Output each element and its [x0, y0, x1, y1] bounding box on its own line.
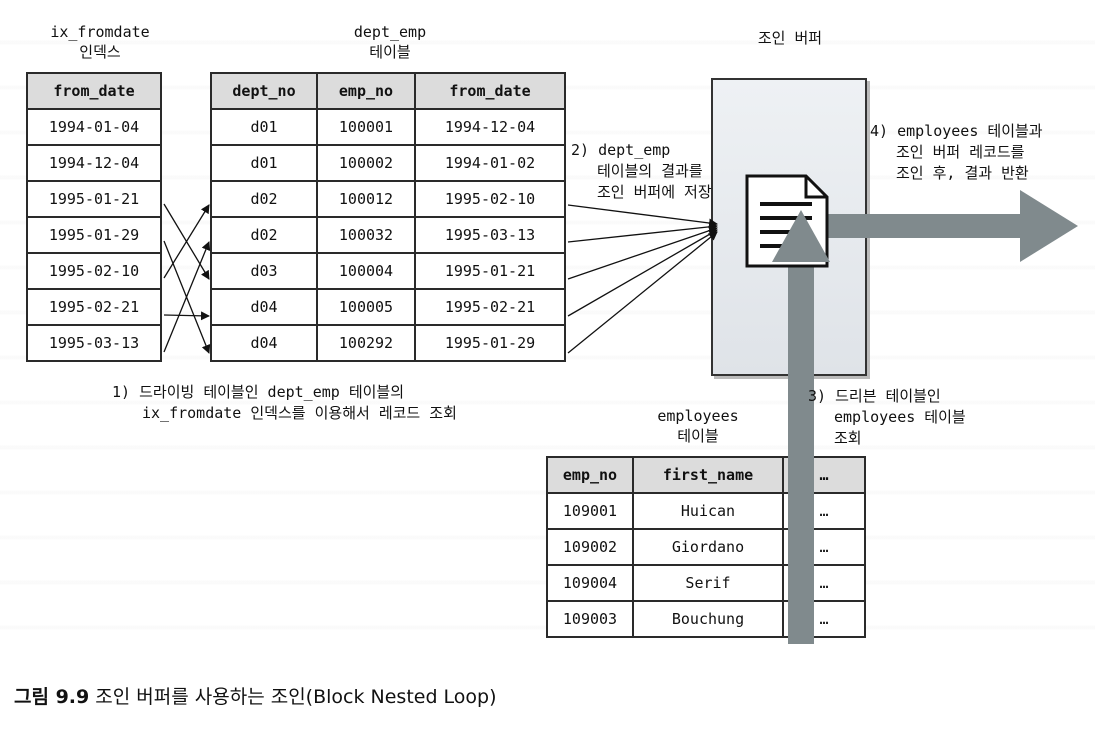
- result-arrow-shaft: [790, 214, 1022, 238]
- ix-cell: 1995-02-10: [26, 252, 162, 290]
- index-to-table-arrows: [163, 203, 211, 354]
- ix-cell: 1994-01-04: [26, 108, 162, 146]
- emp-cell: 109002: [546, 528, 634, 566]
- ix-fromdate-index-table: from_date 1994-01-04 1994-12-04 1995-01-…: [26, 72, 162, 362]
- dept-cell: d01: [210, 108, 318, 146]
- dept-header-emp-no: emp_no: [316, 72, 416, 110]
- emp-header-first-name: first_name: [632, 456, 784, 494]
- dept-cell: 100292: [316, 324, 416, 362]
- step2-note: 2) dept_emp 테이블의 결과를 조인 버퍼에 저장: [571, 140, 712, 203]
- step3-note: 3) 드리븐 테이블인 employees 테이블 조회: [808, 386, 966, 449]
- dept-cell: 100005: [316, 288, 416, 326]
- dept-cell: 1995-03-13: [414, 216, 566, 254]
- emp-cell: 109004: [546, 564, 634, 602]
- dept-cell: 1995-01-29: [414, 324, 566, 362]
- step3-line3: 조회: [834, 429, 862, 447]
- dept-cell: 100001: [316, 108, 416, 146]
- employees-title-line2: 테이블: [677, 427, 719, 445]
- ix-index-title-line1: ix_fromdate: [50, 23, 150, 41]
- dept-emp-title: dept_emp 테이블: [310, 22, 470, 62]
- table-row: 1994-12-04: [26, 144, 162, 182]
- dept-cell: 100002: [316, 144, 416, 182]
- emp-header-emp-no: emp_no: [546, 456, 634, 494]
- ix-index-title: ix_fromdate 인덱스: [20, 22, 180, 62]
- emp-cell: Bouchung: [632, 600, 784, 638]
- ix-index-title-line2: 인덱스: [79, 43, 121, 61]
- step4-line2: 조인 버퍼 레코드를: [896, 143, 1025, 161]
- dept-cell: 1995-01-21: [414, 252, 566, 290]
- dept-cell: 1994-01-02: [414, 144, 566, 182]
- dept-cell: 100012: [316, 180, 416, 218]
- dept-cell: 1995-02-21: [414, 288, 566, 326]
- step3-line1: 3) 드리븐 테이블인: [808, 387, 941, 405]
- step2-line3: 조인 버퍼에 저장: [597, 183, 712, 201]
- dept-cell: d01: [210, 144, 318, 182]
- employees-title-line1: employees: [657, 407, 739, 425]
- dept-cell: d04: [210, 288, 318, 326]
- dept-header-dept-no: dept_no: [210, 72, 318, 110]
- dept-emp-title-line1: dept_emp: [353, 23, 427, 41]
- dept-cell: 100004: [316, 252, 416, 290]
- ix-cell: 1995-03-13: [26, 324, 162, 362]
- emp-cell: 109001: [546, 492, 634, 530]
- step1-line1: 1) 드라이빙 테이블인 dept_emp 테이블의: [112, 383, 405, 401]
- figure-caption-text: 조인 버퍼를 사용하는 조인(Block Nested Loop): [89, 686, 497, 708]
- dept-cell: 1994-12-04: [414, 108, 566, 146]
- dept-header-from-date: from_date: [414, 72, 566, 110]
- dept-cell: 100032: [316, 216, 416, 254]
- ix-cell: 1994-12-04: [26, 144, 162, 182]
- emp-cell: Serif: [632, 564, 784, 602]
- table-row: 1994-01-04: [26, 108, 162, 146]
- ix-cell: 1995-01-21: [26, 180, 162, 218]
- table-to-buffer-arrows: [567, 204, 718, 354]
- dept-emp-title-line2: 테이블: [369, 43, 411, 61]
- employees-title: employees 테이블: [618, 406, 778, 446]
- table-row: 1995-02-10: [26, 252, 162, 290]
- result-arrow-head: [1020, 190, 1078, 262]
- ix-header: from_date: [26, 72, 162, 110]
- step4-note: 4) employees 테이블과 조인 버퍼 레코드를 조인 후, 결과 반환: [870, 121, 1043, 184]
- driven-table-arrow-head: [772, 210, 830, 262]
- ix-cell: 1995-01-29: [26, 216, 162, 254]
- step2-line1: 2) dept_emp: [571, 141, 671, 159]
- table-row: 1995-01-29: [26, 216, 162, 254]
- dept-cell: d02: [210, 180, 318, 218]
- driven-table-arrow-shaft: [788, 262, 814, 644]
- step1-line2: ix_fromdate 인덱스를 이용해서 레코드 조회: [142, 404, 457, 422]
- step4-line1: 4) employees 테이블과: [870, 122, 1043, 140]
- dept-cell: d03: [210, 252, 318, 290]
- step1-note: 1) 드라이빙 테이블인 dept_emp 테이블의 ix_fromdate 인…: [112, 382, 457, 424]
- emp-cell: 109003: [546, 600, 634, 638]
- join-buffer-title: 조인 버퍼: [757, 29, 823, 47]
- emp-cell: Huican: [632, 492, 784, 530]
- emp-cell: Giordano: [632, 528, 784, 566]
- figure-number: 그림 9.9: [14, 686, 90, 708]
- step2-line2: 테이블의 결과를: [597, 162, 703, 180]
- dept-cell: d04: [210, 324, 318, 362]
- table-row: 1995-01-21: [26, 180, 162, 218]
- step4-line3: 조인 후, 결과 반환: [896, 164, 1029, 182]
- dept-cell: 1995-02-10: [414, 180, 566, 218]
- dept-cell: d02: [210, 216, 318, 254]
- table-row: 1995-03-13: [26, 324, 162, 362]
- table-row: 1995-02-21: [26, 288, 162, 326]
- ix-cell: 1995-02-21: [26, 288, 162, 326]
- step3-line2: employees 테이블: [834, 408, 966, 426]
- figure-caption: 그림 9.9 조인 버퍼를 사용하는 조인(Block Nested Loop): [14, 682, 497, 709]
